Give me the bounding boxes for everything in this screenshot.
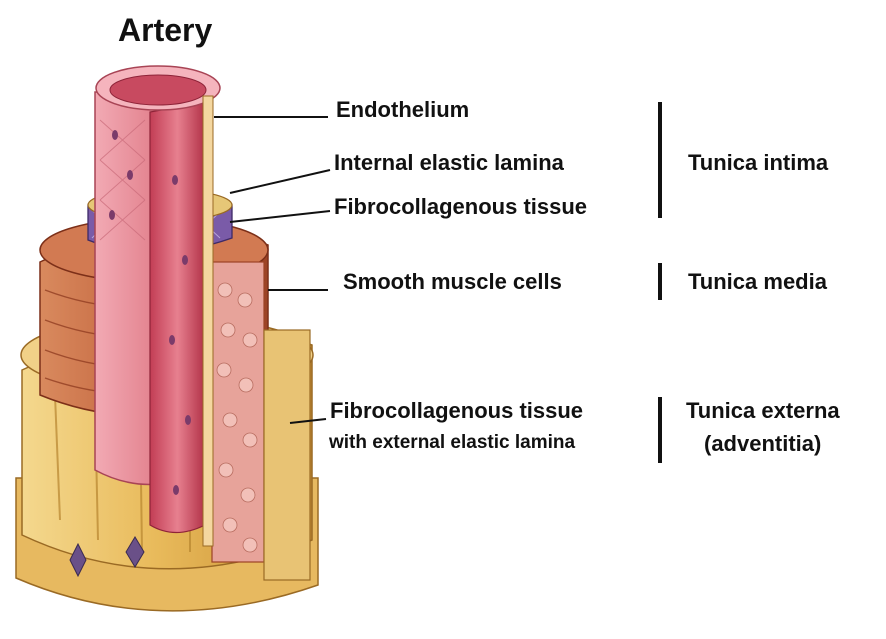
label-endothelium: Endothelium [336, 99, 469, 121]
label-fibrocollagenous-external: Fibrocollagenous tissue [330, 400, 583, 422]
label-internal-elastic-lamina: Internal elastic lamina [334, 152, 564, 174]
tunica-intima-layer [95, 66, 220, 546]
leader-line-internal-elastic-lamina [230, 170, 330, 193]
layer-adventitia: (adventitia) [704, 433, 821, 455]
label-external-elastic-lamina: with external elastic lamina [329, 433, 575, 452]
diagram-title: Artery [118, 12, 212, 49]
layer-tunica-externa: Tunica externa [686, 400, 840, 422]
label-smooth-muscle-cells: Smooth muscle cells [343, 271, 562, 293]
layer-tunica-media: Tunica media [688, 271, 827, 293]
layer-tunica-intima: Tunica intima [688, 152, 828, 174]
label-fibrocollagenous-tissue: Fibrocollagenous tissue [334, 196, 587, 218]
leader-line-fibrocollagenous-tissue [230, 211, 330, 222]
